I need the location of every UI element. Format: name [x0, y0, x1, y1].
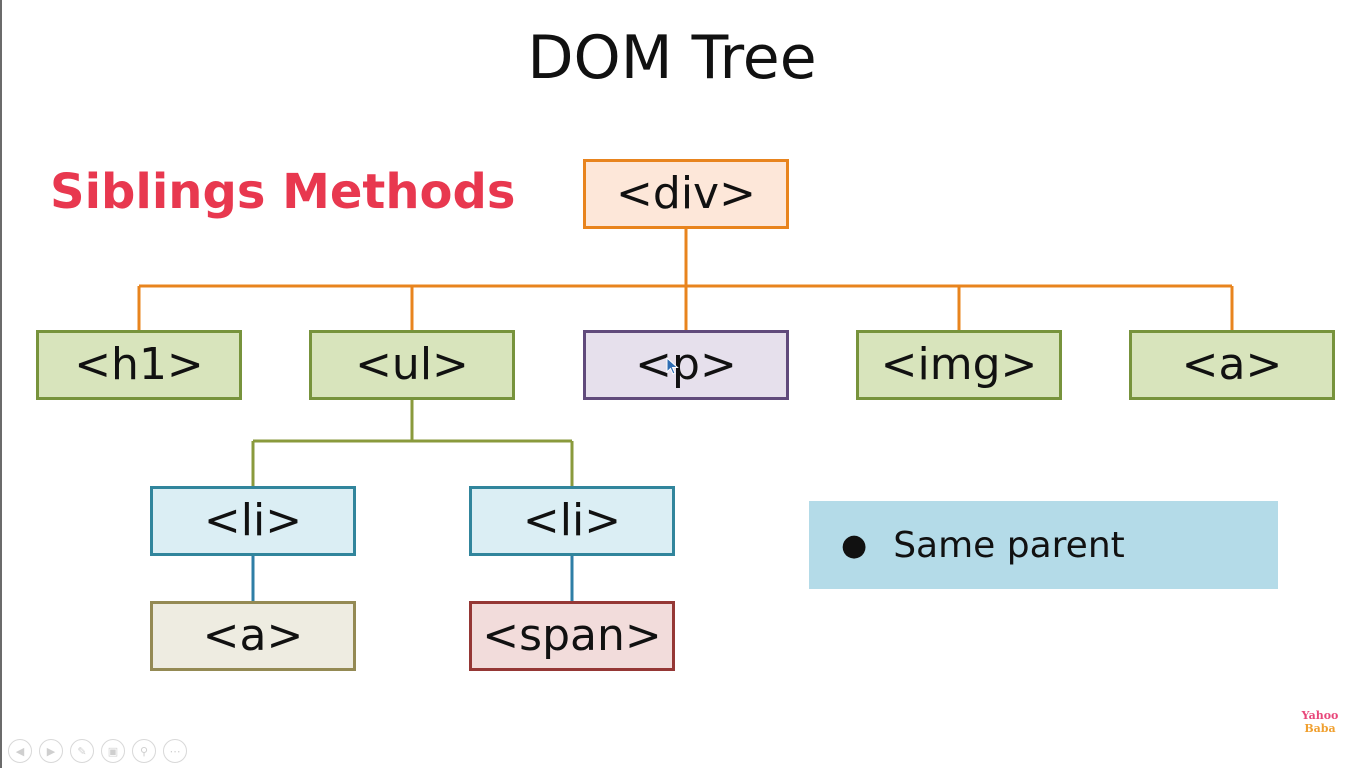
node-h1: <h1> — [36, 330, 242, 400]
watermark-line-2: Baba — [1304, 721, 1336, 735]
watermark-logo: Yahoo Baba — [1300, 709, 1340, 735]
next-icon[interactable]: ▶ — [39, 739, 63, 763]
node-li-a: <a> — [150, 601, 356, 671]
node-div: <div> — [583, 159, 789, 229]
bullet-icon: ● — [841, 527, 868, 563]
slides-icon[interactable]: ▣ — [101, 739, 125, 763]
node-span: <span> — [469, 601, 675, 671]
node-img: <img> — [856, 330, 1062, 400]
node-li-1: <li> — [150, 486, 356, 556]
presenter-toolbar: ◀ ▶ ✎ ▣ ⚲ ⋯ — [8, 739, 187, 763]
node-ul: <ul> — [309, 330, 515, 400]
slide-title: DOM Tree — [527, 23, 817, 93]
node-li-2: <li> — [469, 486, 675, 556]
node-p: <p> — [583, 330, 789, 400]
more-icon[interactable]: ⋯ — [163, 739, 187, 763]
node-a: <a> — [1129, 330, 1335, 400]
pen-icon[interactable]: ✎ — [70, 739, 94, 763]
slide-subtitle: Siblings Methods — [50, 164, 516, 220]
note-text: Same parent — [893, 524, 1125, 566]
prev-icon[interactable]: ◀ — [8, 739, 32, 763]
mouse-cursor-icon — [666, 357, 679, 375]
note-box: ● Same parent — [809, 501, 1278, 589]
watermark-line-1: Yahoo — [1301, 709, 1339, 722]
zoom-icon[interactable]: ⚲ — [132, 739, 156, 763]
